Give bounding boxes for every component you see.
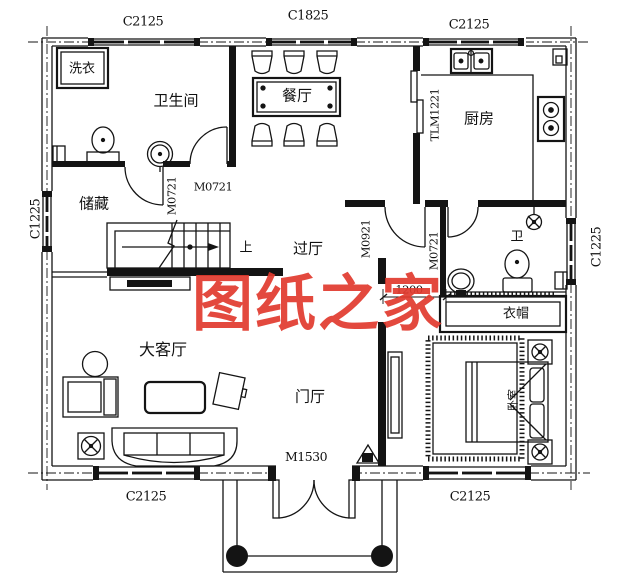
label-room-dining: 餐厅 <box>281 88 313 105</box>
label-window-left: C1225 <box>28 198 44 240</box>
interior-walls <box>52 46 566 466</box>
bed-icon <box>465 361 549 443</box>
wc-wall-box-icon <box>554 271 568 290</box>
nightstand-lamp-icon <box>527 439 553 465</box>
tv-cabinet-icon <box>109 276 191 291</box>
chair-icon <box>283 50 305 75</box>
window-bottom-right <box>423 465 531 481</box>
chair-icon <box>251 122 273 147</box>
window-top-middle <box>266 37 357 47</box>
label-room-bathroom: 卫生间 <box>153 93 199 110</box>
door-hall-swing <box>384 206 426 248</box>
sofa-icon <box>111 427 238 467</box>
label-room-wc: 卫 <box>510 228 524 244</box>
level-triangle-icon <box>355 443 381 464</box>
door-storage-swing <box>124 166 164 206</box>
window-top-right <box>423 37 526 47</box>
label-room-living: 大客厅 <box>138 342 188 359</box>
window-top-left <box>88 37 200 47</box>
dining-table-icon <box>251 76 342 118</box>
entry-door-swing <box>268 466 360 519</box>
label-window-top-middle: C1825 <box>287 8 329 24</box>
label-window-bottom-right: C2125 <box>449 489 491 505</box>
wall-niche-icon <box>52 145 66 164</box>
label-door-hall: M0921 <box>358 219 373 259</box>
porch <box>222 480 398 573</box>
label-room-cloakroom: 衣帽 <box>502 305 530 321</box>
label-room-hall: 过厅 <box>292 241 324 258</box>
shower-icon <box>525 207 543 231</box>
label-door-bathroom: M0721 <box>193 179 233 194</box>
kitchen-sliding-door <box>410 70 424 134</box>
window-left <box>41 191 53 252</box>
floor-lamp-icon <box>77 432 105 460</box>
label-window-bottom-left: C2125 <box>125 489 167 505</box>
coffee-table-icon <box>143 380 207 415</box>
porch-column <box>371 545 393 567</box>
axis-centerlines <box>28 26 590 490</box>
label-room-storage: 储藏 <box>78 196 110 213</box>
door-bathroom-swing <box>189 126 228 165</box>
bathroom-sink-icon <box>146 140 174 172</box>
watermark: 图纸之家 <box>191 271 445 339</box>
nightstand-lamp-icon <box>527 339 553 365</box>
label-dim-corridor: 1200 <box>395 282 423 297</box>
toilet-icon <box>86 126 120 166</box>
vent-icon <box>552 48 568 66</box>
porch-column <box>226 545 248 567</box>
label-window-right: C1225 <box>589 226 605 268</box>
label-room-foyer: 门厅 <box>294 389 326 406</box>
door-wc-swing <box>447 206 479 238</box>
label-door-kitchen-sliding: TLM1221 <box>427 88 442 142</box>
window-right <box>565 218 577 285</box>
kitchen-counter <box>421 74 534 200</box>
label-stairs-up: 上 <box>239 239 253 255</box>
chair-icon <box>283 122 305 147</box>
chair-icon <box>251 50 273 75</box>
tv-icon <box>212 371 248 411</box>
label-door-storage: M0721 <box>164 176 179 216</box>
carpet-icon <box>425 335 525 462</box>
label-door-entry: M1530 <box>284 448 328 464</box>
round-table-icon <box>81 350 109 378</box>
stove-icon <box>536 95 566 143</box>
wc-toilet-icon <box>502 249 533 293</box>
wc-sink-icon <box>447 268 475 297</box>
chair-icon <box>316 50 338 75</box>
kitchen-sink-icon <box>449 47 494 75</box>
washing-machine-icon <box>55 46 110 90</box>
cloak-closet <box>438 294 568 334</box>
label-room-laundry: 洗衣 <box>68 60 96 76</box>
label-room-bedroom: 卧室 <box>507 389 520 411</box>
stairs <box>106 219 231 272</box>
armchair-icon <box>62 376 119 418</box>
label-room-kitchen: 厨房 <box>463 111 495 128</box>
wardrobe-icon <box>387 351 403 439</box>
label-window-top-right: C2125 <box>448 17 490 33</box>
window-bottom-left <box>93 465 200 481</box>
chair-icon <box>316 122 338 147</box>
label-window-top-left: C2125 <box>122 14 164 30</box>
